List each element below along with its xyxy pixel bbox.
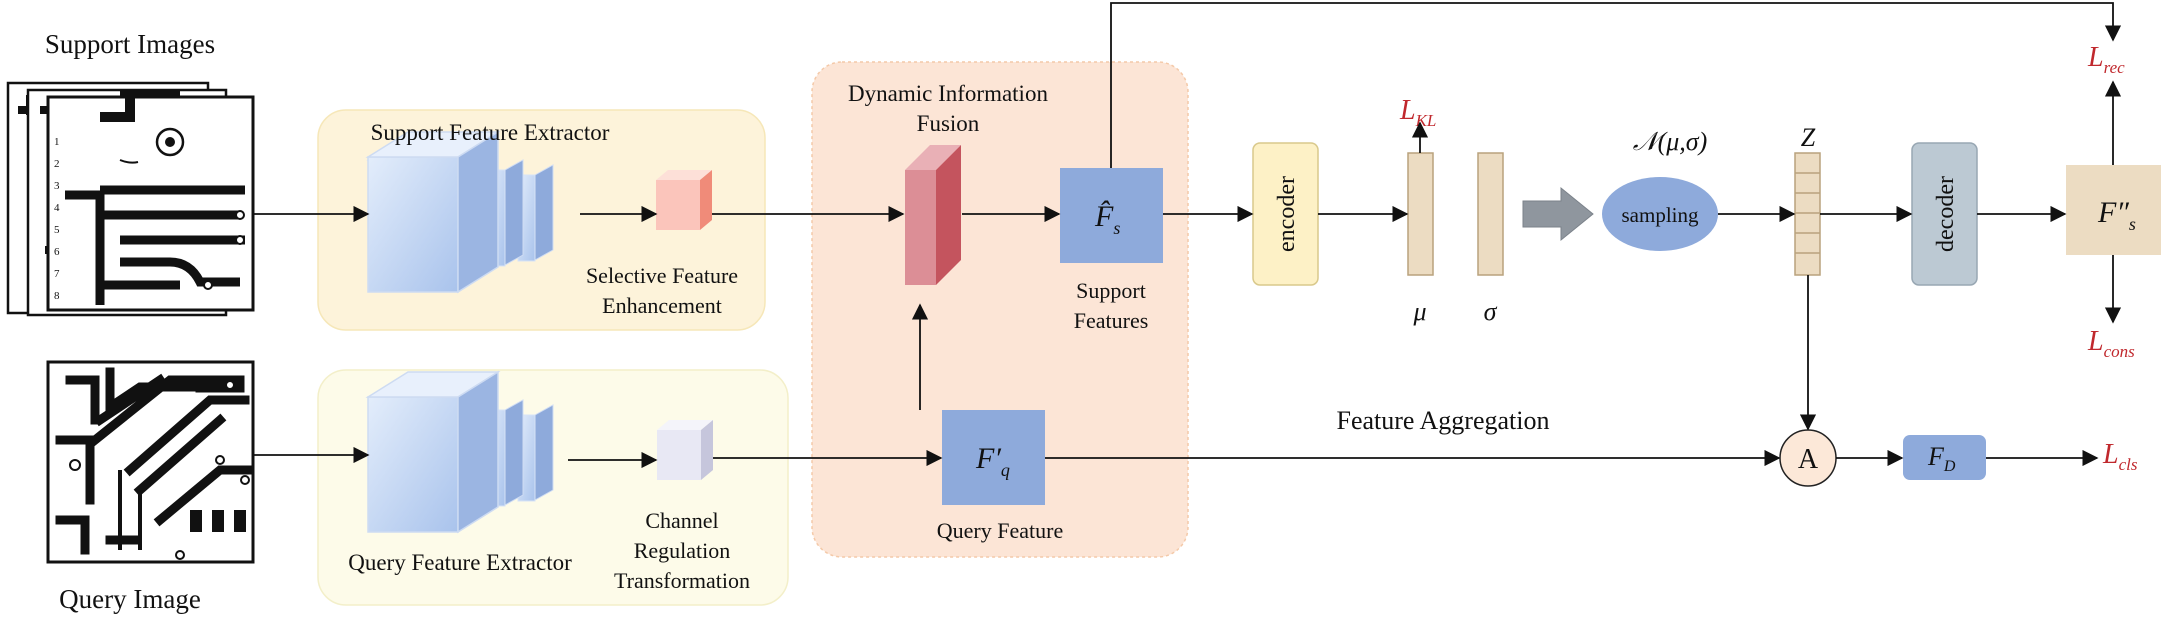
svg-text:8: 8: [54, 290, 60, 302]
mu-bar: [1407, 152, 1434, 276]
reconstructed-features-symbol: F″s: [2097, 196, 2136, 234]
fusion-label-1: Dynamic Information: [848, 81, 1048, 106]
loss-rec: Lrec: [2087, 42, 2125, 77]
loss-cons: Lcons: [2087, 326, 2135, 361]
reconstructed-features-block: [2066, 165, 2161, 255]
connectors: [253, 2, 2122, 469]
loss-kl: LKL: [1399, 95, 1436, 130]
feature-aggregation-label: Feature Aggregation: [1337, 406, 1550, 435]
query-feature-block: [942, 410, 1045, 505]
support-features-label-1: Support: [1076, 278, 1146, 303]
channel-regulation-label-1: Channel: [645, 508, 718, 533]
selective-enhancement-label-1: Selective Feature: [586, 263, 738, 288]
sampling-label: sampling: [1622, 203, 1699, 227]
mu-label: μ: [1412, 297, 1426, 326]
support-extractor-label: Support Feature Extractor: [371, 120, 610, 145]
normal-distribution-label: 𝒩(μ,σ): [1633, 127, 1708, 156]
svg-text:1: 1: [54, 136, 60, 148]
z-label: Z: [1801, 123, 1816, 152]
support-features-label-2: Features: [1074, 308, 1149, 333]
channel-regulation-label-2: Regulation: [634, 538, 731, 563]
query-extractor-label: Query Feature Extractor: [348, 550, 572, 575]
decoder-label: decoder: [1933, 176, 1959, 252]
svg-text:3: 3: [54, 180, 60, 192]
svg-text:7: 7: [54, 268, 60, 280]
channel-regulation-block: [657, 420, 713, 480]
fusion-label-2: Fusion: [917, 111, 980, 136]
selective-enhancement-label-2: Enhancement: [602, 293, 722, 318]
sigma-bar: [1477, 152, 1504, 276]
query-extractor-stack: [365, 370, 554, 534]
support-features-symbol: F̂s: [1094, 200, 1120, 238]
query-feature-label: Query Feature: [937, 518, 1063, 543]
fd-block: [1903, 435, 1986, 480]
support-extractor-stack: [365, 130, 554, 294]
support-features-block: [1060, 168, 1163, 263]
selective-enhancement-block: [656, 170, 712, 230]
svg-text:5: 5: [54, 224, 60, 236]
query-image-title: Query Image: [59, 584, 201, 614]
fd-symbol: FD: [1927, 442, 1956, 475]
sigma-label: σ: [1484, 297, 1498, 326]
aggregation-symbol: A: [1798, 444, 1819, 475]
support-images: 1 2 3 4 5 6 7 8: [6, 81, 255, 317]
svg-text:4: 4: [54, 202, 60, 214]
z-latent-vector: [1794, 152, 1821, 276]
loss-cls: Lcls: [2102, 439, 2138, 474]
fusion-block: [905, 145, 961, 285]
query-feature-symbol: F′q: [975, 442, 1010, 480]
support-images-title: Support Images: [45, 29, 215, 59]
sampling-node: [1602, 177, 1718, 251]
channel-regulation-label-3: Transformation: [614, 568, 750, 593]
sampling-arrow: [1522, 186, 1594, 242]
svg-text:2: 2: [54, 158, 60, 170]
query-image: [46, 360, 255, 564]
svg-text:6: 6: [54, 246, 60, 258]
encoder-label: encoder: [1274, 176, 1300, 252]
